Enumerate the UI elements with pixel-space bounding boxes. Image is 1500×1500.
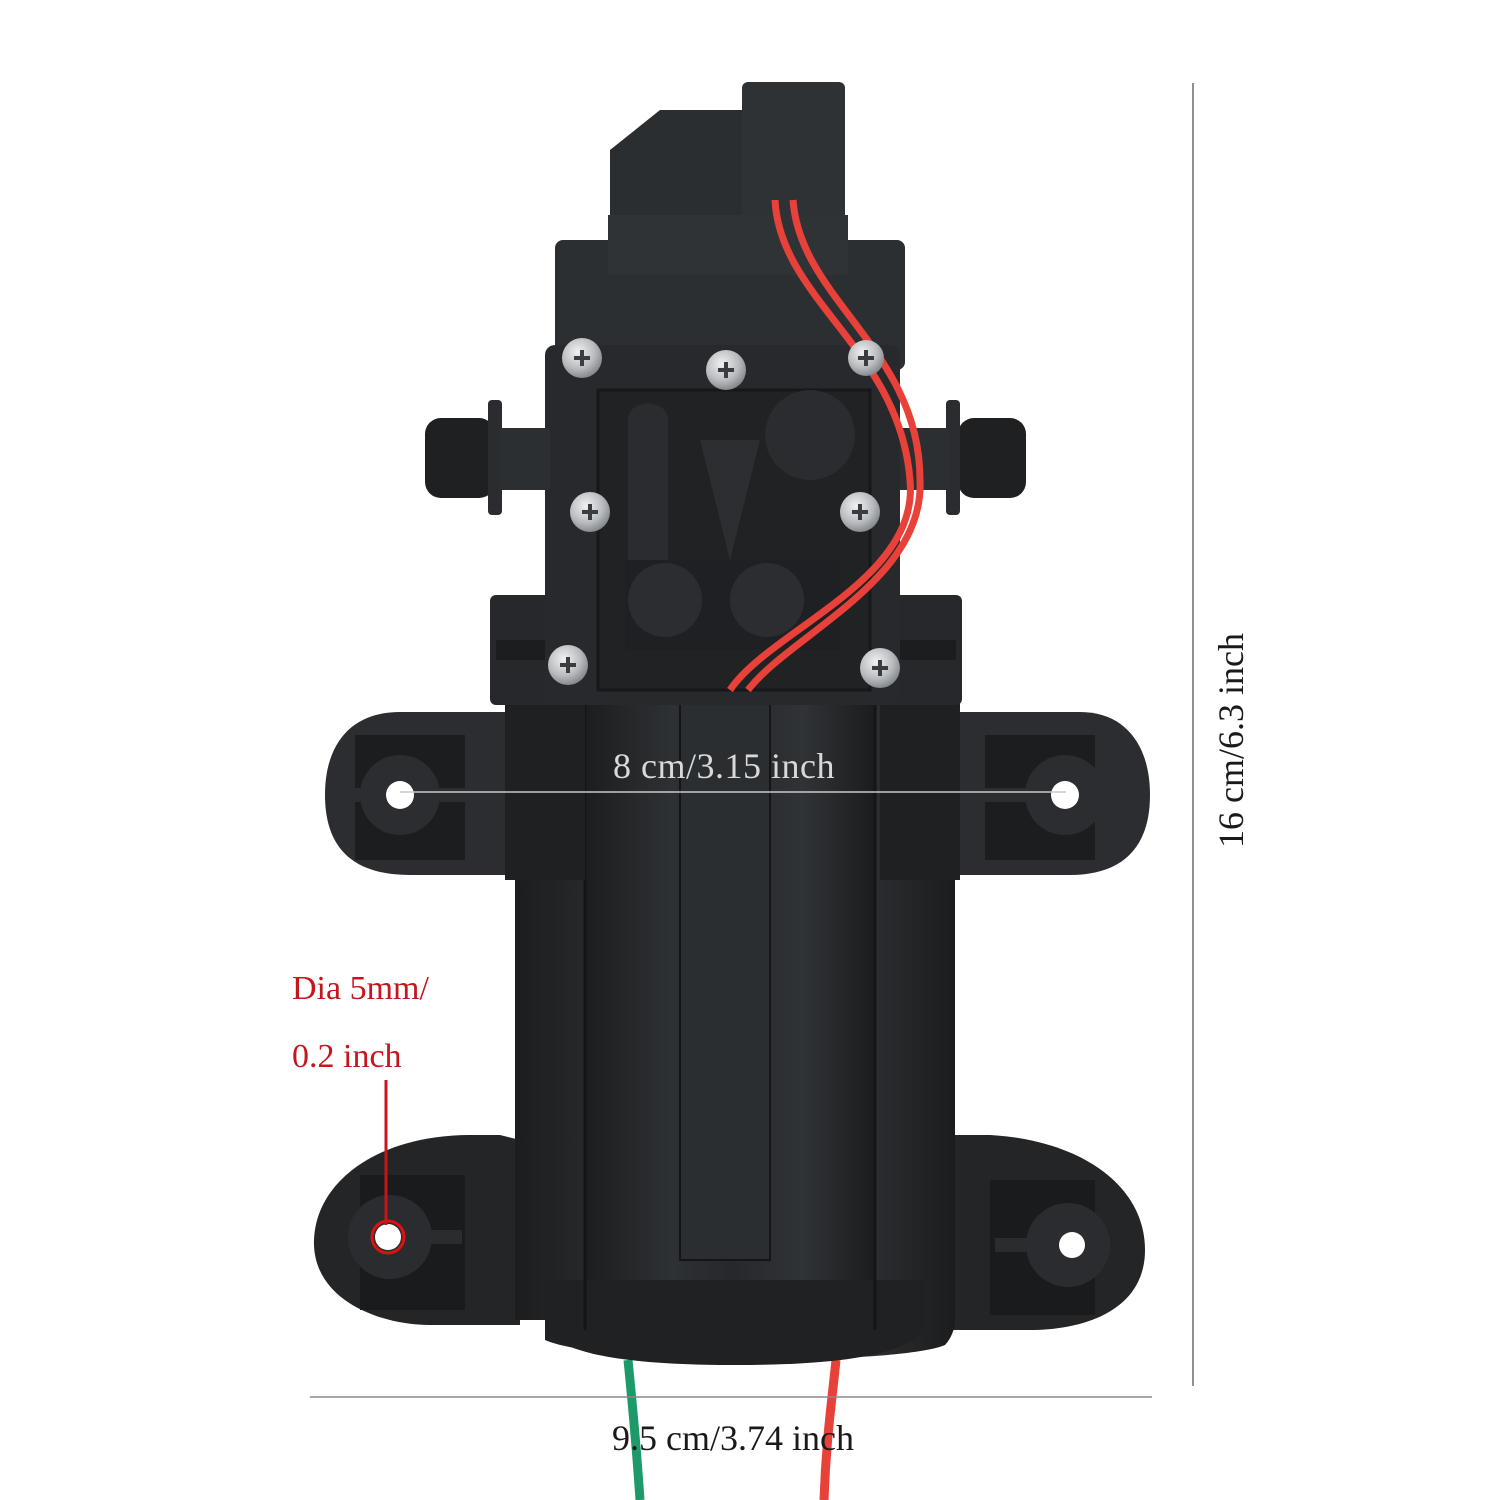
pressure-switch [608,82,848,275]
screw-icon [570,492,610,532]
hole-spacing-label: 8 cm/3.15 inch [613,746,835,786]
mount-bracket-bottom-right [945,1135,1145,1330]
mount-bracket-top-left [325,700,585,880]
power-wires-top [727,199,924,693]
mount-bracket-top-right [880,700,1150,880]
mount-bracket-bottom-left [313,1135,520,1325]
screw-icon [840,492,880,532]
inlet-port-left [425,400,550,515]
screw-icon [548,645,588,685]
width-label: 9.5 cm/3.74 inch [612,1418,854,1458]
motor-body [515,699,955,1365]
screw-icon [706,350,746,390]
dimension-lines [310,83,1194,1398]
hole-diameter-label-line2: 0.2 inch [292,1038,402,1075]
pump-head [490,240,962,705]
screw-icon [860,648,900,688]
height-label: 16 cm/6.3 inch [1211,633,1251,848]
power-wires-bottom [623,1359,841,1500]
hole-diameter-label-line1: Dia 5mm/ [292,970,429,1007]
screw-icon [562,338,602,378]
screw-icon [848,340,884,376]
screws [548,338,900,688]
